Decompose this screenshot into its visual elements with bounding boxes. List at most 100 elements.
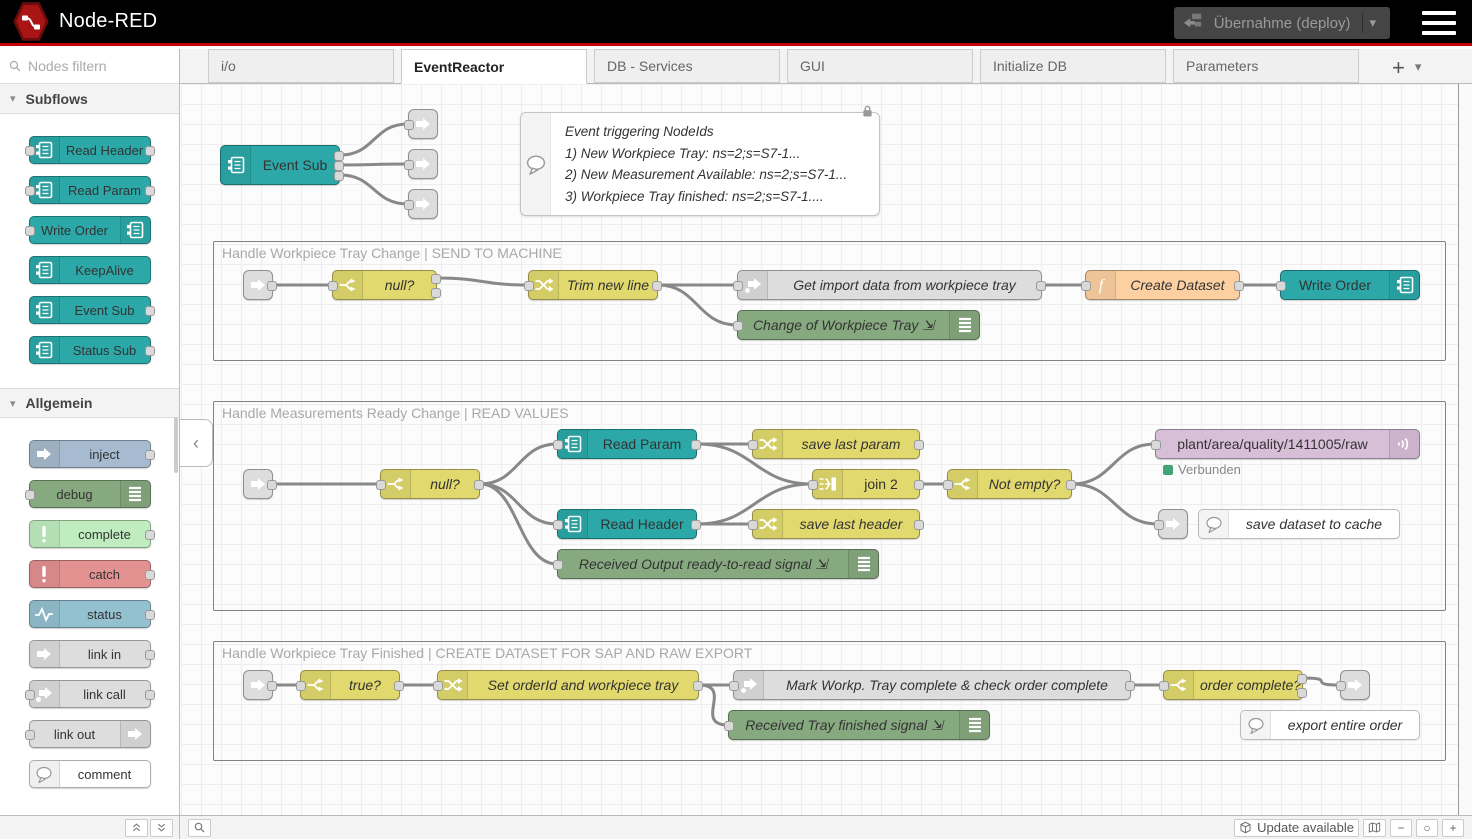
wire[interactable] (1302, 676, 1341, 687)
debug-change-of-workpiece-tray[interactable]: Change of Workpiece Tray ⇲ (733, 310, 980, 340)
update-available-button[interactable]: Update available (1234, 818, 1359, 837)
output-port[interactable] (267, 281, 277, 291)
link-in-1[interactable] (243, 270, 277, 300)
palette-node-comment[interactable]: comment (28, 760, 151, 788)
input-port[interactable] (729, 681, 739, 691)
input-port[interactable] (724, 721, 734, 731)
input-port[interactable] (1336, 681, 1346, 691)
input-port[interactable] (404, 120, 414, 130)
output-port[interactable] (394, 681, 404, 691)
link-out-top-3[interactable] (404, 189, 438, 219)
wire[interactable] (339, 122, 409, 157)
deploy-button[interactable]: Übernahme (deploy) ▾ (1173, 7, 1390, 39)
palette-node-read-param[interactable]: Read Param (24, 176, 155, 204)
input-port[interactable] (376, 480, 386, 490)
wire[interactable] (339, 173, 409, 206)
debug-received-output-signal[interactable]: Received Output ready-to-read signal ⇲ (553, 549, 879, 579)
add-tab-button[interactable]: + (1392, 55, 1405, 80)
palette-node-status-sub[interactable]: Status Sub (28, 336, 155, 364)
input-port[interactable] (24, 146, 35, 156)
wire[interactable] (1071, 442, 1156, 486)
palette-section-subflows[interactable]: ▾Subflows (0, 84, 179, 114)
output-port[interactable] (334, 151, 344, 161)
output-port[interactable] (691, 440, 701, 450)
change-set-orderid[interactable]: Set orderId and workpiece tray (433, 670, 703, 700)
zoom-in-button[interactable]: + (1442, 818, 1464, 837)
wire[interactable] (698, 683, 729, 727)
wire[interactable] (436, 276, 529, 287)
output-port[interactable] (144, 690, 155, 700)
palette-node-read-header[interactable]: Read Header (24, 136, 155, 164)
link-out-top-1[interactable] (404, 109, 438, 139)
input-port[interactable] (1276, 281, 1286, 291)
debug-received-tray-finished[interactable]: Received Tray finished signal ⇲ (724, 710, 990, 740)
deploy-caret-icon[interactable]: ▾ (1369, 15, 1376, 30)
output-port[interactable] (693, 681, 703, 691)
input-port[interactable] (24, 226, 35, 236)
join-2[interactable]: join 2 (808, 469, 924, 499)
output-port[interactable] (431, 288, 441, 298)
palette-node-write-order[interactable]: Write Order (24, 216, 151, 244)
input-port[interactable] (1081, 281, 1091, 291)
tab-eventreactor[interactable]: EventReactor (401, 49, 587, 84)
palette-node-debug[interactable]: debug (24, 480, 151, 508)
subflow-write-order[interactable]: Write Order (1276, 270, 1420, 300)
tab-parameters[interactable]: Parameters (1173, 49, 1359, 83)
tab-i-o[interactable]: i/o (208, 49, 394, 83)
output-port[interactable] (267, 681, 277, 691)
canvas[interactable]: Handle Workpiece Tray Change | SEND TO M… (181, 84, 1458, 815)
palette-node-link-out[interactable]: link out (24, 720, 151, 748)
palette-search[interactable] (0, 49, 179, 84)
palette-search-input[interactable] (28, 58, 168, 74)
flow-group-3[interactable]: Handle Workpiece Tray Finished | CREATE … (213, 641, 1446, 761)
output-port[interactable] (1066, 480, 1076, 490)
input-port[interactable] (1154, 520, 1164, 530)
palette-node-inject[interactable]: inject (28, 440, 155, 468)
mqtt-out-plant-area-quality[interactable]: plant/area/quality/1411005/raw (1151, 429, 1420, 459)
output-port[interactable] (144, 186, 155, 196)
input-port[interactable] (24, 690, 35, 700)
input-port[interactable] (328, 281, 338, 291)
subflow-read-param[interactable]: Read Param (553, 429, 701, 459)
output-port[interactable] (144, 146, 155, 156)
sidebar-splitter[interactable] (1458, 84, 1472, 815)
output-port[interactable] (431, 274, 441, 284)
zoom-reset-button[interactable]: ○ (1416, 818, 1438, 837)
output-port[interactable] (144, 306, 155, 316)
input-port[interactable] (553, 520, 563, 530)
output-port[interactable] (914, 520, 924, 530)
palette-node-link-in[interactable]: link in (28, 640, 155, 668)
output-port[interactable] (914, 480, 924, 490)
menu-button[interactable] (1422, 11, 1456, 35)
link-out-top-2[interactable] (404, 149, 438, 179)
change-trim-new-line[interactable]: Trim new line (524, 270, 662, 300)
input-port[interactable] (24, 490, 35, 500)
palette-node-complete[interactable]: complete (28, 520, 155, 548)
palette-collapse-toggle[interactable]: ‹ (180, 419, 213, 467)
link-out-3[interactable] (1336, 670, 1370, 700)
tab-list-caret-icon[interactable]: ▾ (1414, 59, 1422, 74)
zoom-out-button[interactable]: − (1390, 818, 1412, 837)
output-port[interactable] (144, 530, 155, 540)
output-port[interactable] (144, 650, 155, 660)
output-port[interactable] (914, 440, 924, 450)
subflow-read-header[interactable]: Read Header (553, 509, 701, 539)
flow-group-1[interactable]: Handle Workpiece Tray Change | SEND TO M… (213, 241, 1446, 361)
output-port[interactable] (652, 281, 662, 291)
switch-null-1[interactable]: null? (328, 270, 441, 300)
change-save-last-param[interactable]: save last param (748, 429, 924, 459)
tab-gui[interactable]: GUI (787, 49, 973, 83)
wire[interactable] (479, 482, 558, 526)
tab-db-services[interactable]: DB - Services (594, 49, 780, 83)
wire[interactable] (696, 442, 813, 486)
output-port[interactable] (1234, 281, 1244, 291)
output-port[interactable] (334, 161, 344, 171)
input-port[interactable] (433, 681, 443, 691)
input-port[interactable] (553, 440, 563, 450)
input-port[interactable] (733, 281, 743, 291)
palette-expand-all-button[interactable] (150, 818, 173, 837)
output-port[interactable] (474, 480, 484, 490)
input-port[interactable] (1151, 440, 1161, 450)
wire[interactable] (657, 283, 738, 327)
